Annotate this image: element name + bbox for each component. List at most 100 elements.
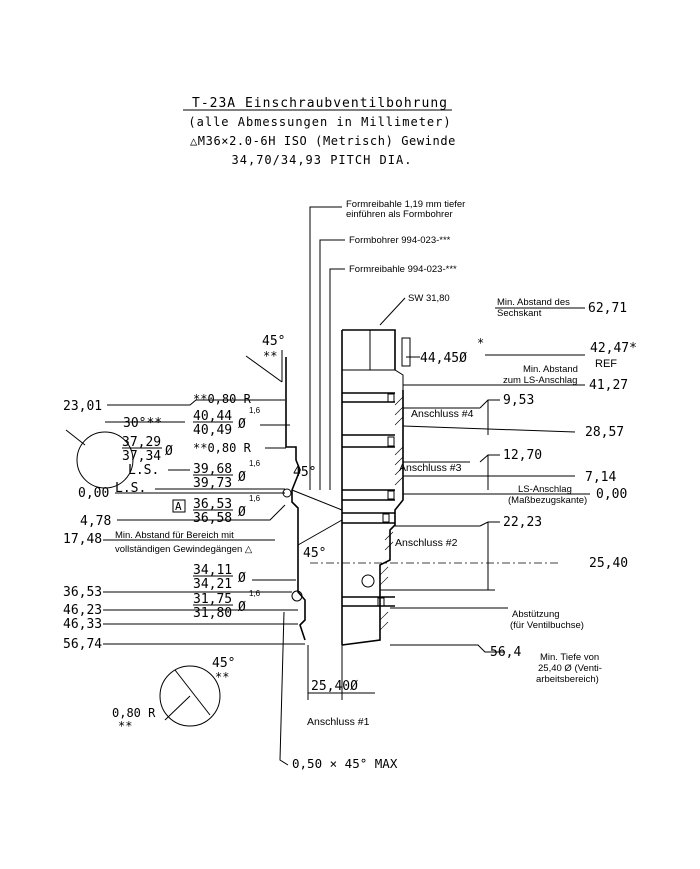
dim-23-01: 23,01: [63, 399, 102, 414]
dim-41-27: 41,27: [589, 378, 628, 393]
leader-formreibahle-deep: [309, 206, 342, 490]
o-ring-2: [387, 436, 395, 447]
radius-circle: [291, 590, 303, 602]
dia-40: Ø: [238, 417, 246, 432]
callout-formbohrer: Formbohrer 994-023-***: [349, 235, 451, 246]
dia-34: Ø: [238, 571, 246, 586]
detail-r080: 0,80 R: [112, 706, 156, 720]
dim-ref: REF: [595, 358, 617, 370]
dim-36-53-left: 36,53: [63, 585, 102, 600]
callout-formreibahle-deep-2: einführen als Formbohrer: [346, 209, 453, 220]
dim-44-45: 44,45Ø: [420, 351, 467, 366]
callout-min-abstand-ls-1: Min. Abstand: [523, 364, 578, 375]
leader-formbohrer: [319, 239, 345, 490]
dia-37: Ø: [165, 444, 173, 459]
leader-56-4: [390, 644, 505, 653]
dim-9-53: 9,53: [503, 393, 534, 408]
arrow-30: [65, 429, 86, 446]
port-3: Anschluss #3: [399, 462, 462, 474]
hex-top: [342, 329, 396, 370]
d-37-34: 37,34: [122, 449, 161, 464]
title-block: T-23A Einschraubventilbohrung (alle Abme…: [183, 96, 455, 167]
port-4: Anschluss #4: [411, 408, 474, 420]
detail-r080-star: **: [118, 719, 132, 733]
hex-hatch-frame: [401, 337, 411, 367]
hex-bottom: [342, 369, 404, 390]
datum-a: A: [175, 500, 182, 513]
callout-min-abstand-sechskant-1: Min. Abstand des: [497, 297, 570, 308]
dim-22-23: 22,23: [503, 515, 542, 530]
port-1: Anschluss #1: [307, 716, 370, 728]
d-40-49: 40,49: [193, 423, 232, 438]
callout-sw: SW 31,80: [408, 293, 450, 304]
angle-45-top-line: [245, 355, 283, 383]
profile-outline: [285, 357, 306, 641]
callout-min-abstand-sechskant-2: Sechskant: [497, 308, 542, 319]
ls-label-1: L.S.: [128, 463, 159, 478]
callout-min-abstand-gewinde-1: Min. Abstand für Bereich mit: [115, 530, 234, 541]
hatching: [379, 396, 404, 631]
title-line-4: 34,70/34,93 PITCH DIA.: [232, 153, 413, 167]
cross-hole: [361, 574, 375, 588]
chamfer-line-lower: [297, 519, 343, 546]
detail-bottom: 45° ** 0,80 R **: [112, 656, 235, 733]
cavity-wall-right: [341, 390, 404, 646]
right-callouts: SW 31,80 Min. Abstand des Sechskant 62,7…: [379, 293, 637, 685]
finish-40: 1,6: [249, 406, 261, 415]
leader-9-53: [479, 399, 500, 409]
callout-abstuetzung-1: Abstützung: [512, 609, 560, 620]
detail-radius-leader: [164, 695, 191, 721]
d-34-21: 34,21: [193, 577, 232, 592]
datum-a-box: [172, 499, 186, 513]
dia-31: Ø: [238, 600, 246, 615]
leader-23-01: [107, 399, 285, 406]
dim-42-47: 42,47*: [590, 341, 637, 356]
dim-0-00-right: 0,00: [596, 487, 627, 502]
callout-formreibahle: Formreibahle 994-023-***: [349, 264, 457, 275]
angle-45-top-star: **: [263, 349, 277, 363]
detail-circle-top: [76, 431, 134, 489]
callout-ls-anschlag-1: LS-Anschlag: [518, 484, 572, 495]
o-ring-1: [387, 393, 395, 403]
dim-12-70: 12,70: [503, 448, 542, 463]
dim-28-57: 28,57: [585, 425, 624, 440]
dim-25-40-bottom: 25,40Ø: [311, 679, 358, 694]
o-ring-3: [387, 490, 395, 500]
dia-36: Ø: [238, 505, 246, 520]
d-34-11: 34,11: [193, 563, 232, 578]
d-36-53: 36,53: [193, 497, 232, 512]
d-40-44: 40,44: [193, 409, 232, 424]
dim-7-14: 7,14: [585, 470, 616, 485]
o-ring-4: [382, 513, 390, 523]
chamfer-note: 0,50 × 45° MAX: [292, 756, 398, 771]
detail-angle-45-star: **: [215, 670, 229, 684]
leader-chamfer: [279, 611, 289, 766]
dim-46-23: 46,23: [63, 603, 102, 618]
d-39-73: 39,73: [193, 476, 232, 491]
d-31-75: 31,75: [193, 592, 232, 607]
callout-formreibahle-deep-1: Formreibahle 1,19 mm tiefer: [346, 199, 465, 210]
bottom-dims: 25,40Ø Anschluss #1 0,50 × 45° MAX: [279, 611, 398, 771]
dim-62-71: 62,71: [588, 301, 627, 316]
callout-min-tiefe-2: 25,40 Ø (Venti-: [538, 663, 602, 674]
dim-56-74: 56,74: [63, 637, 102, 652]
detail-angle-45: 45°: [212, 656, 235, 671]
callout-min-abstand-ls-2: zum LS-Anschlag: [503, 375, 577, 386]
dim-17-48: 17,48: [63, 532, 102, 547]
left-dims: 23,01 0,00 4,78 17,48 Min. Abstand für B…: [63, 399, 305, 652]
finish-36: 1,6: [249, 494, 261, 503]
finish-39: 1,6: [249, 459, 261, 468]
callout-ls-anschlag-2: (Maßbezugskante): [508, 495, 587, 506]
d-36-58: 36,58: [193, 511, 232, 526]
o-ring-5: [377, 597, 385, 607]
dim-star: *: [477, 336, 484, 350]
title-line-2: (alle Abmessungen in Millimeter): [188, 115, 451, 129]
dim-0-00-left: 0,00: [78, 486, 109, 501]
ls-label-2: L.S.: [115, 481, 146, 496]
dim-46-33: 46,33: [63, 617, 102, 632]
dia-39: Ø: [238, 470, 246, 485]
top-callouts: Formreibahle 1,19 mm tiefer einführen al…: [309, 199, 465, 490]
angle-45-lower: 45°: [303, 546, 326, 561]
leader-formreibahle: [329, 268, 345, 490]
title-line-1: T-23A Einschraubventilbohrung: [192, 96, 448, 111]
